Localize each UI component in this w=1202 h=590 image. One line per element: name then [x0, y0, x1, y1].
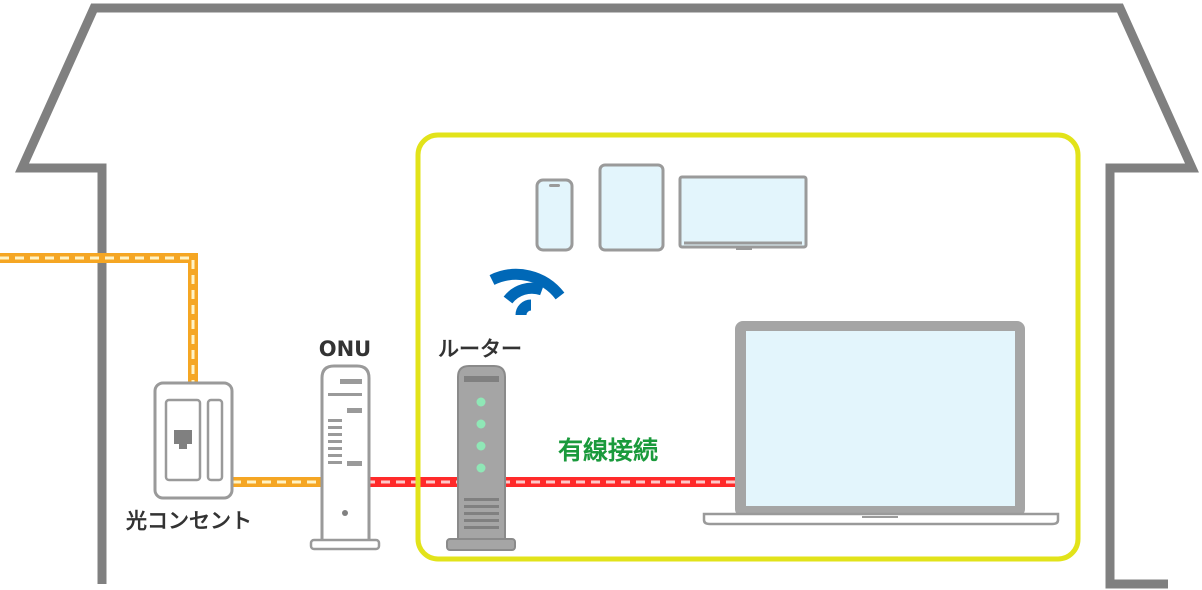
house-outline — [15, 3, 1199, 589]
laptop-icon — [702, 321, 1060, 526]
onu-device-icon — [309, 364, 381, 551]
wired-connection-label: 有線接続 — [558, 436, 658, 465]
wifi-icon — [489, 268, 565, 316]
tablet-icon — [598, 163, 665, 252]
tv-icon — [678, 175, 808, 250]
home-network-frame — [415, 132, 1081, 562]
smartphone-icon — [535, 178, 574, 252]
outlet-label: 光コンセント — [125, 509, 252, 533]
router-label: ルーター — [438, 337, 522, 361]
optical-outlet-icon — [153, 381, 234, 500]
onu-label: ONU — [319, 337, 371, 361]
fiber-cable — [0, 253, 198, 386]
router-device-icon — [446, 365, 516, 551]
